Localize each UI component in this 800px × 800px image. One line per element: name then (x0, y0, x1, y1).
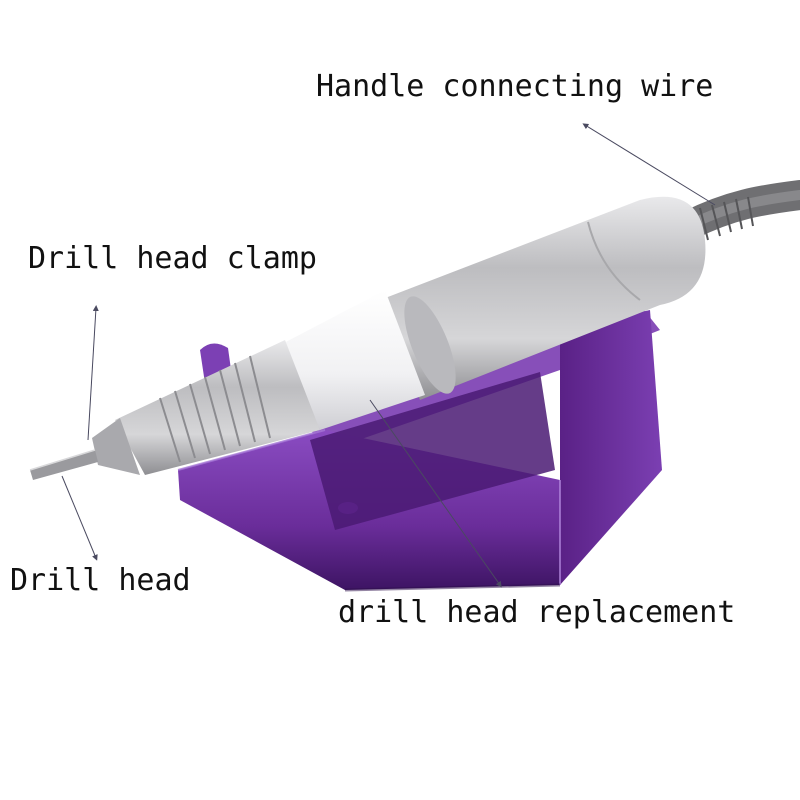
pointer-replacement (369, 399, 502, 588)
pointer-drill-head (61, 475, 98, 561)
label-drill-head: Drill head (10, 563, 191, 598)
pointer-clamp (87, 305, 99, 441)
annotation-pointers (61, 123, 716, 588)
label-handle-wire: Handle connecting wire (316, 69, 714, 104)
label-drill-head-replacement: drill head replacement (338, 595, 736, 630)
purple-stand (177, 305, 662, 592)
drill-handpiece (29, 196, 706, 480)
connecting-wire (675, 180, 800, 241)
label-drill-head-clamp: Drill head clamp (28, 241, 317, 276)
pointer-wire (582, 123, 716, 206)
